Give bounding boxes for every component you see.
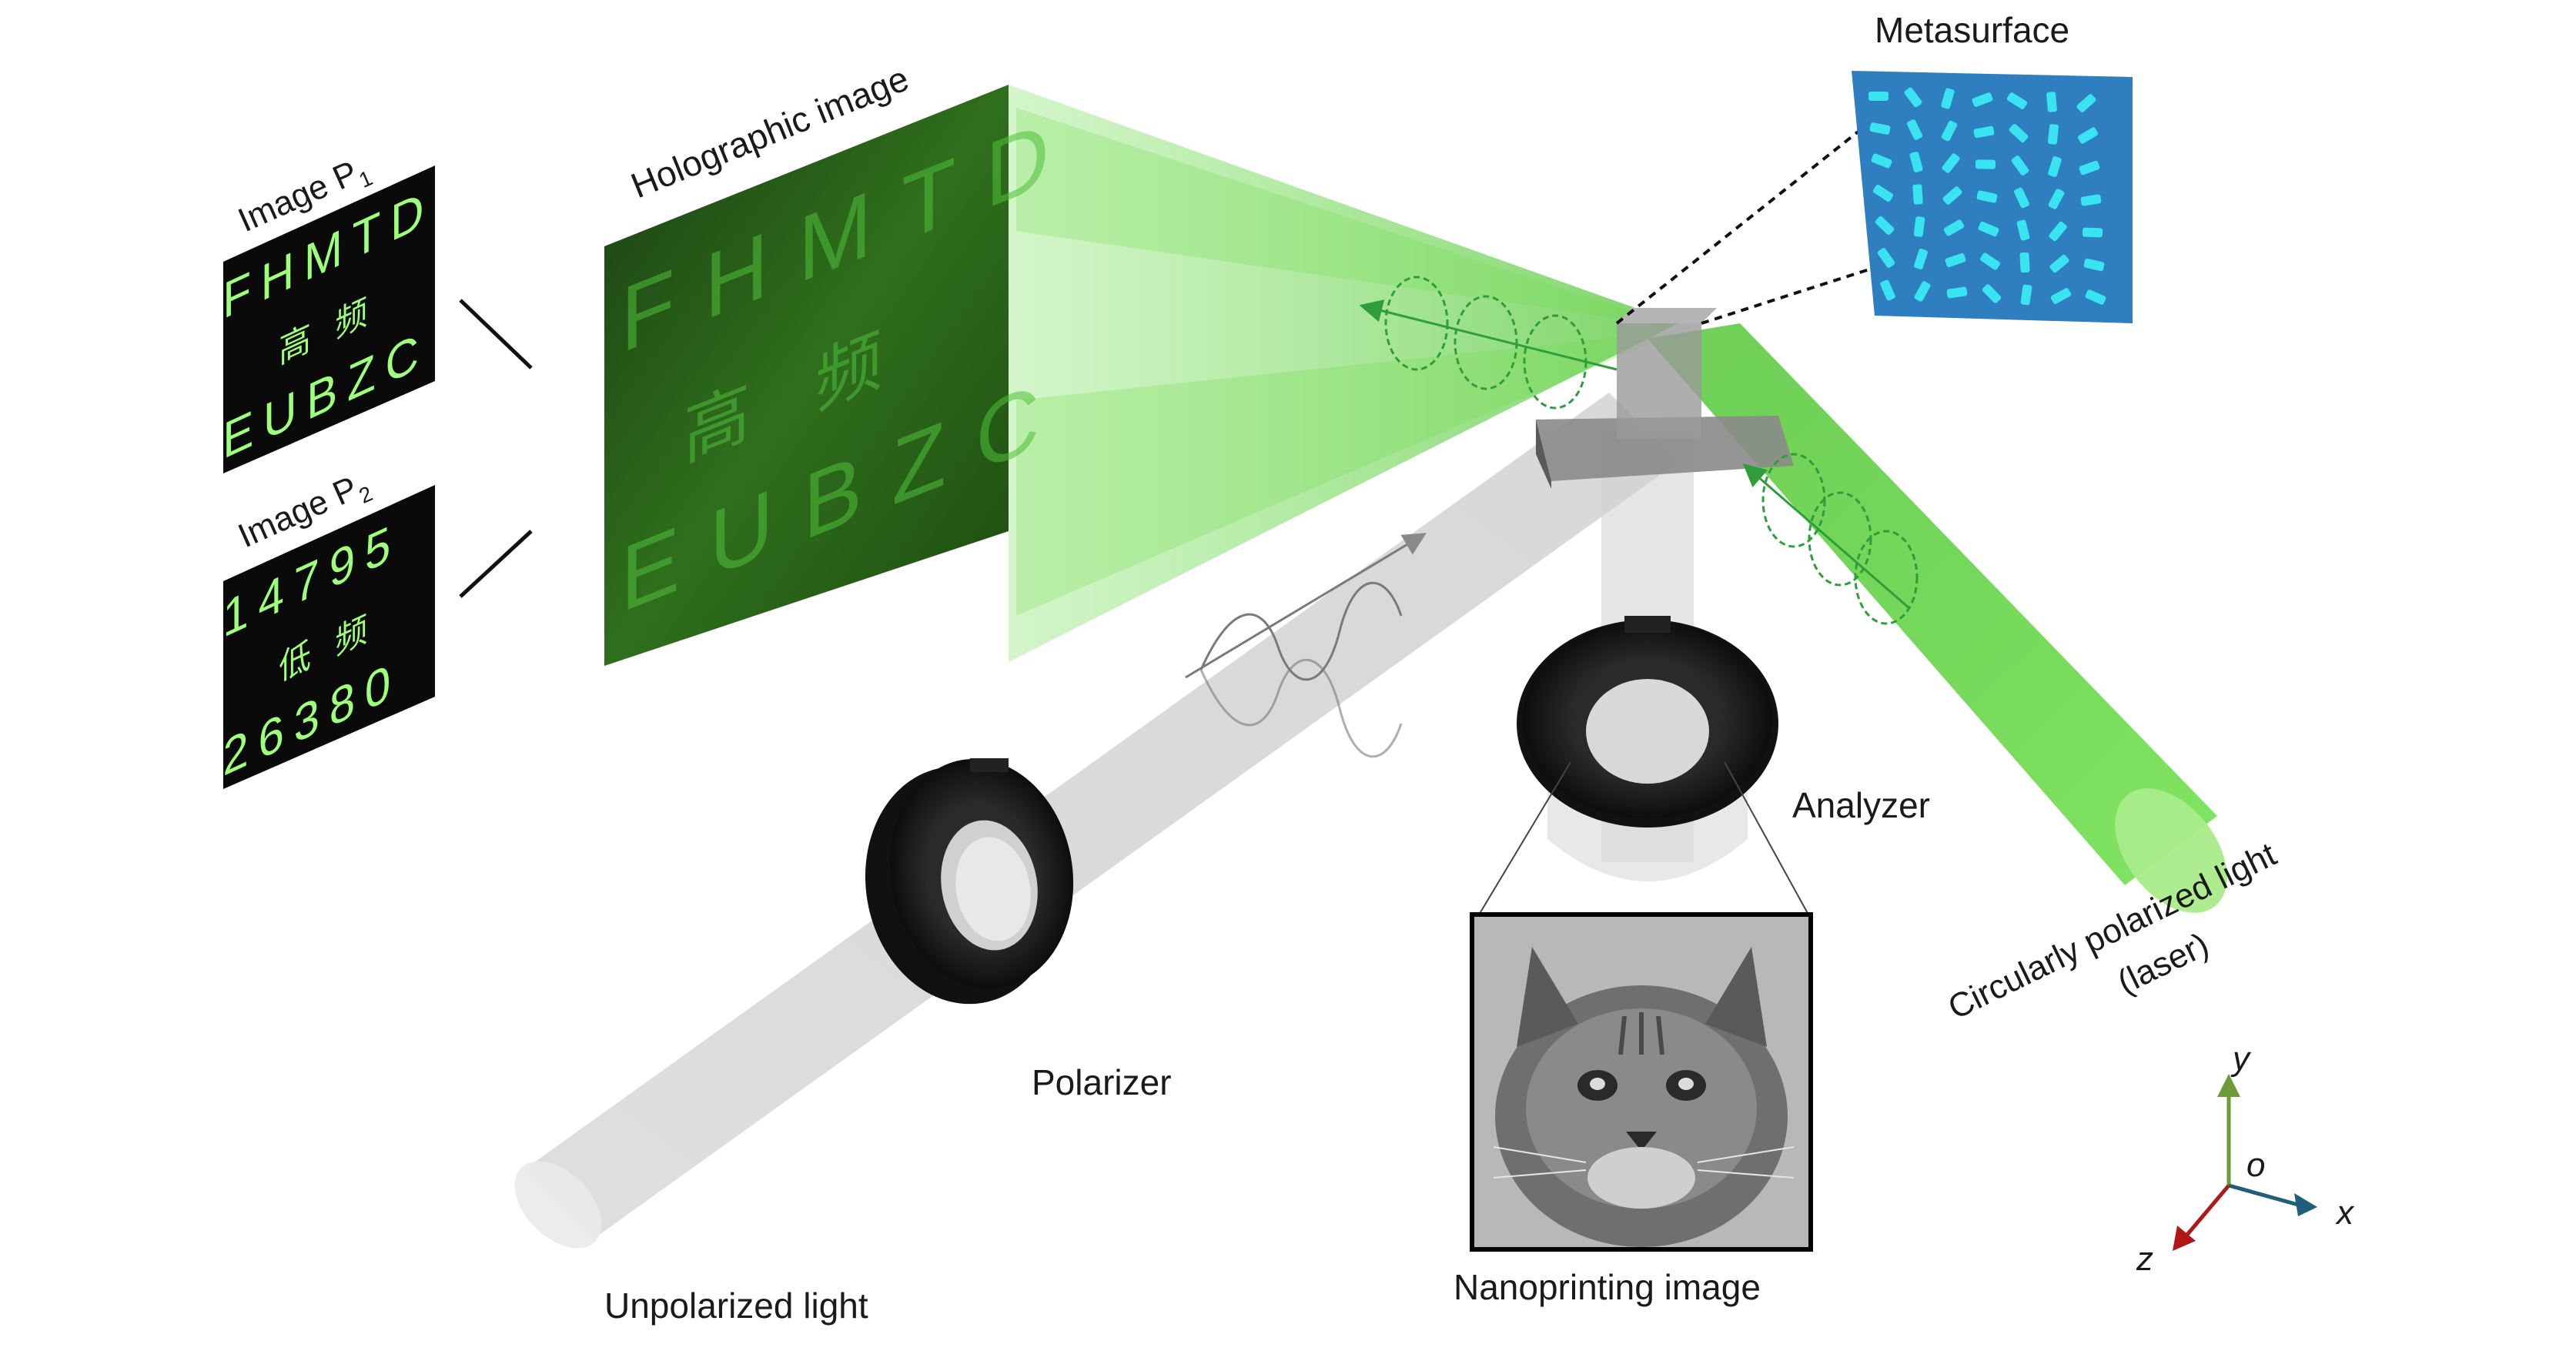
zoom-line-right	[1724, 761, 1810, 917]
output-polarization-spiral	[1359, 276, 1618, 410]
z-axis-label: z	[2136, 1240, 2153, 1278]
nanopillar	[1871, 153, 1892, 169]
metasurface-label: Metasurface	[1875, 10, 2069, 50]
origin-label: o	[2246, 1146, 2265, 1184]
unpolarized-beam	[514, 393, 1678, 1249]
nanopillar	[2048, 189, 2065, 209]
nanopillar	[2046, 92, 2057, 112]
linear-polarization-wave	[1185, 533, 1427, 758]
nanopillar	[1976, 190, 1998, 203]
nanopillar	[1914, 249, 1928, 269]
nanopillar	[1875, 216, 1895, 236]
nanopillar	[2049, 254, 2069, 273]
nanopillar	[2020, 284, 2032, 306]
input-polarization-spiral	[1742, 453, 1919, 625]
y-axis-label: y	[2230, 1040, 2252, 1078]
nanopillar	[1880, 279, 1895, 301]
nanopillar	[2049, 221, 2067, 242]
polarizer-label: Polarizer	[1032, 1062, 1172, 1102]
analyzer-ring	[1517, 616, 1778, 828]
polarizer-ring	[865, 758, 1074, 1005]
nanopillar	[2076, 94, 2096, 112]
nanopillar	[1975, 159, 1996, 169]
holographic-fan	[1009, 85, 1678, 662]
z-axis-arrow	[2173, 1226, 2196, 1251]
nanopillar	[2079, 160, 2100, 176]
nanopillar	[2019, 252, 2030, 273]
nanopillar	[1877, 248, 1895, 268]
metasurface-zoom	[1615, 71, 2133, 325]
p2-connector-line	[459, 530, 533, 598]
nanopillar	[1869, 122, 1891, 135]
p1-connector-line	[459, 299, 533, 370]
coordinate-axes: y o x z	[2136, 1040, 2355, 1278]
nanopillar	[2050, 288, 2072, 304]
cat-photo	[1493, 947, 1795, 1247]
unpolarized-light-label: Unpolarized light	[604, 1286, 868, 1326]
nanopillar	[2011, 155, 2029, 176]
nanopillar	[2014, 187, 2029, 209]
nanopillar	[2085, 289, 2106, 305]
nanopillar	[1904, 87, 1922, 108]
nanopillar-array	[1868, 87, 2106, 306]
nanopillar	[2048, 156, 2062, 177]
y-axis-arrow	[2217, 1074, 2240, 1097]
nanopillar	[1941, 120, 1958, 142]
nanopillar	[1946, 286, 1968, 299]
nanopillar	[1972, 92, 1993, 107]
nanopillar	[1868, 92, 1889, 101]
nanopillar	[2006, 92, 2028, 109]
nanopillar	[2047, 124, 2059, 145]
nanoprinting-image-label: Nanoprinting image	[1454, 1267, 1761, 1307]
nanopillar	[1980, 252, 2000, 270]
nanopillar	[2016, 219, 2030, 241]
nanopillar	[2077, 127, 2099, 144]
nanopillar	[1973, 125, 1995, 139]
x-axis-arrow	[2294, 1193, 2317, 1216]
x-axis-label: x	[2335, 1194, 2355, 1232]
nanopillar	[1978, 221, 1999, 237]
nanopillar	[2080, 194, 2102, 206]
nanopillar	[1941, 88, 1955, 109]
nanopillar	[1982, 284, 2002, 303]
nanopillar	[1914, 281, 1931, 302]
nanopillar	[1943, 219, 1965, 236]
nanopillar	[1942, 153, 1960, 173]
sample-holder	[1536, 308, 1794, 489]
analyzer-label: Analyzer	[1792, 785, 1930, 825]
nanopillar	[2083, 258, 2105, 272]
nanopillar	[1945, 252, 1966, 268]
nanopillar	[1906, 119, 1923, 140]
nanopillar	[1912, 184, 1923, 205]
zoom-line-left	[1477, 761, 1571, 917]
nanoprinting-image-frame	[1470, 912, 1813, 1252]
nanopillar	[2082, 227, 2103, 238]
nanopillar	[2009, 123, 2029, 143]
nanopillar	[1872, 185, 1894, 202]
nanopillar	[1913, 216, 1925, 237]
nanopillar	[1909, 152, 1923, 172]
nanopillar	[1942, 186, 1962, 205]
